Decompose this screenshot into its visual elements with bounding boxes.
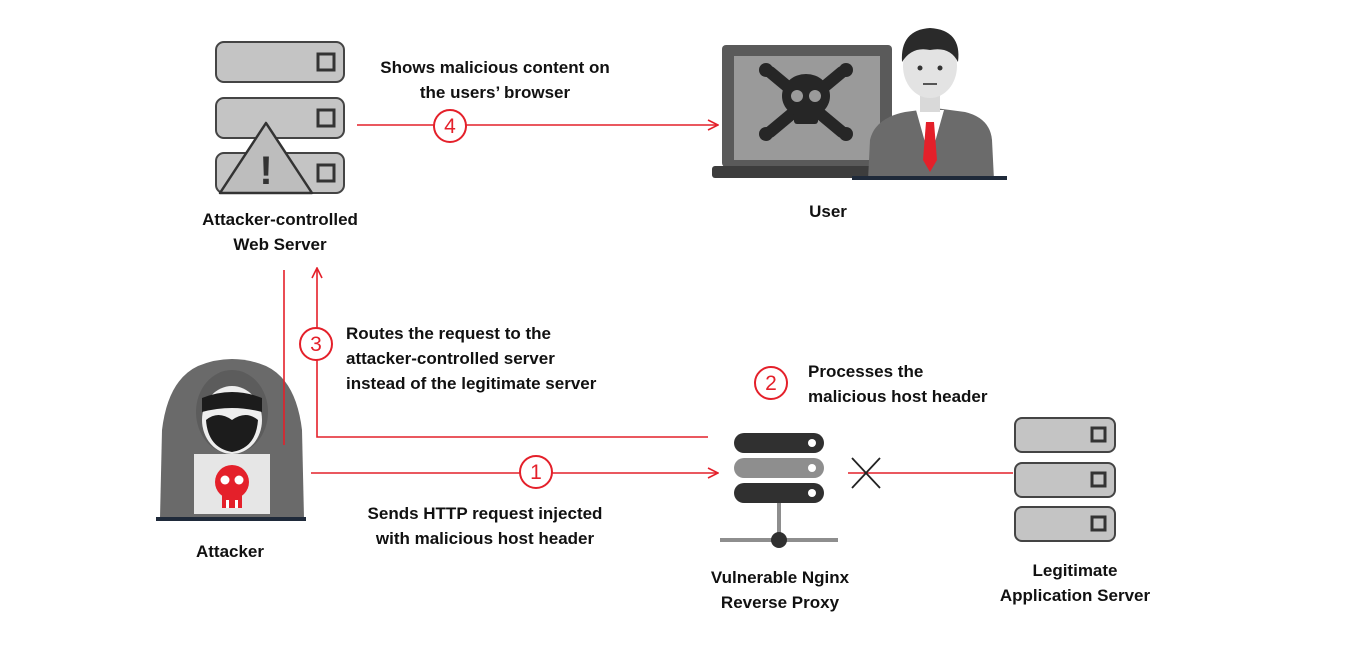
server-stack-icon bbox=[1014, 417, 1116, 542]
proxy-label: Vulnerable Nginx Reverse Proxy bbox=[710, 568, 850, 612]
step-number: 3 bbox=[310, 333, 322, 356]
step-1-description: Sends HTTP request injected with malicio… bbox=[367, 504, 603, 548]
step-number: 4 bbox=[444, 115, 456, 138]
network-server-icon bbox=[720, 433, 838, 548]
x-mark-icon bbox=[851, 457, 881, 489]
svg-text:!: ! bbox=[259, 149, 272, 193]
step-number: 1 bbox=[530, 461, 542, 484]
arrow-step-3 bbox=[317, 268, 708, 438]
step-number: 2 bbox=[765, 372, 777, 395]
step-badge-2: 2 bbox=[754, 366, 788, 400]
laptop-user-skull-icon bbox=[712, 28, 1007, 180]
legit-server-label: Legitimate Application Server bbox=[999, 561, 1151, 605]
hooded-hacker-icon bbox=[156, 359, 306, 521]
step-3-description: Routes the request to the attacker-contr… bbox=[346, 324, 597, 393]
user-label: User bbox=[809, 202, 847, 221]
step-4-description: Shows malicious content on the users’ br… bbox=[380, 58, 610, 102]
connector-lines bbox=[283, 125, 1013, 473]
step-2-description: Processes the malicious host header bbox=[808, 362, 988, 406]
attacker-server-label: Attacker-controlled Web Server bbox=[202, 210, 358, 254]
attacker-label: Attacker bbox=[195, 542, 265, 561]
step-badge-4: 4 bbox=[433, 109, 467, 143]
step-badge-3: 3 bbox=[299, 327, 333, 361]
server-stack-warning-icon: ! bbox=[215, 41, 345, 195]
step-badge-1: 1 bbox=[519, 455, 553, 489]
